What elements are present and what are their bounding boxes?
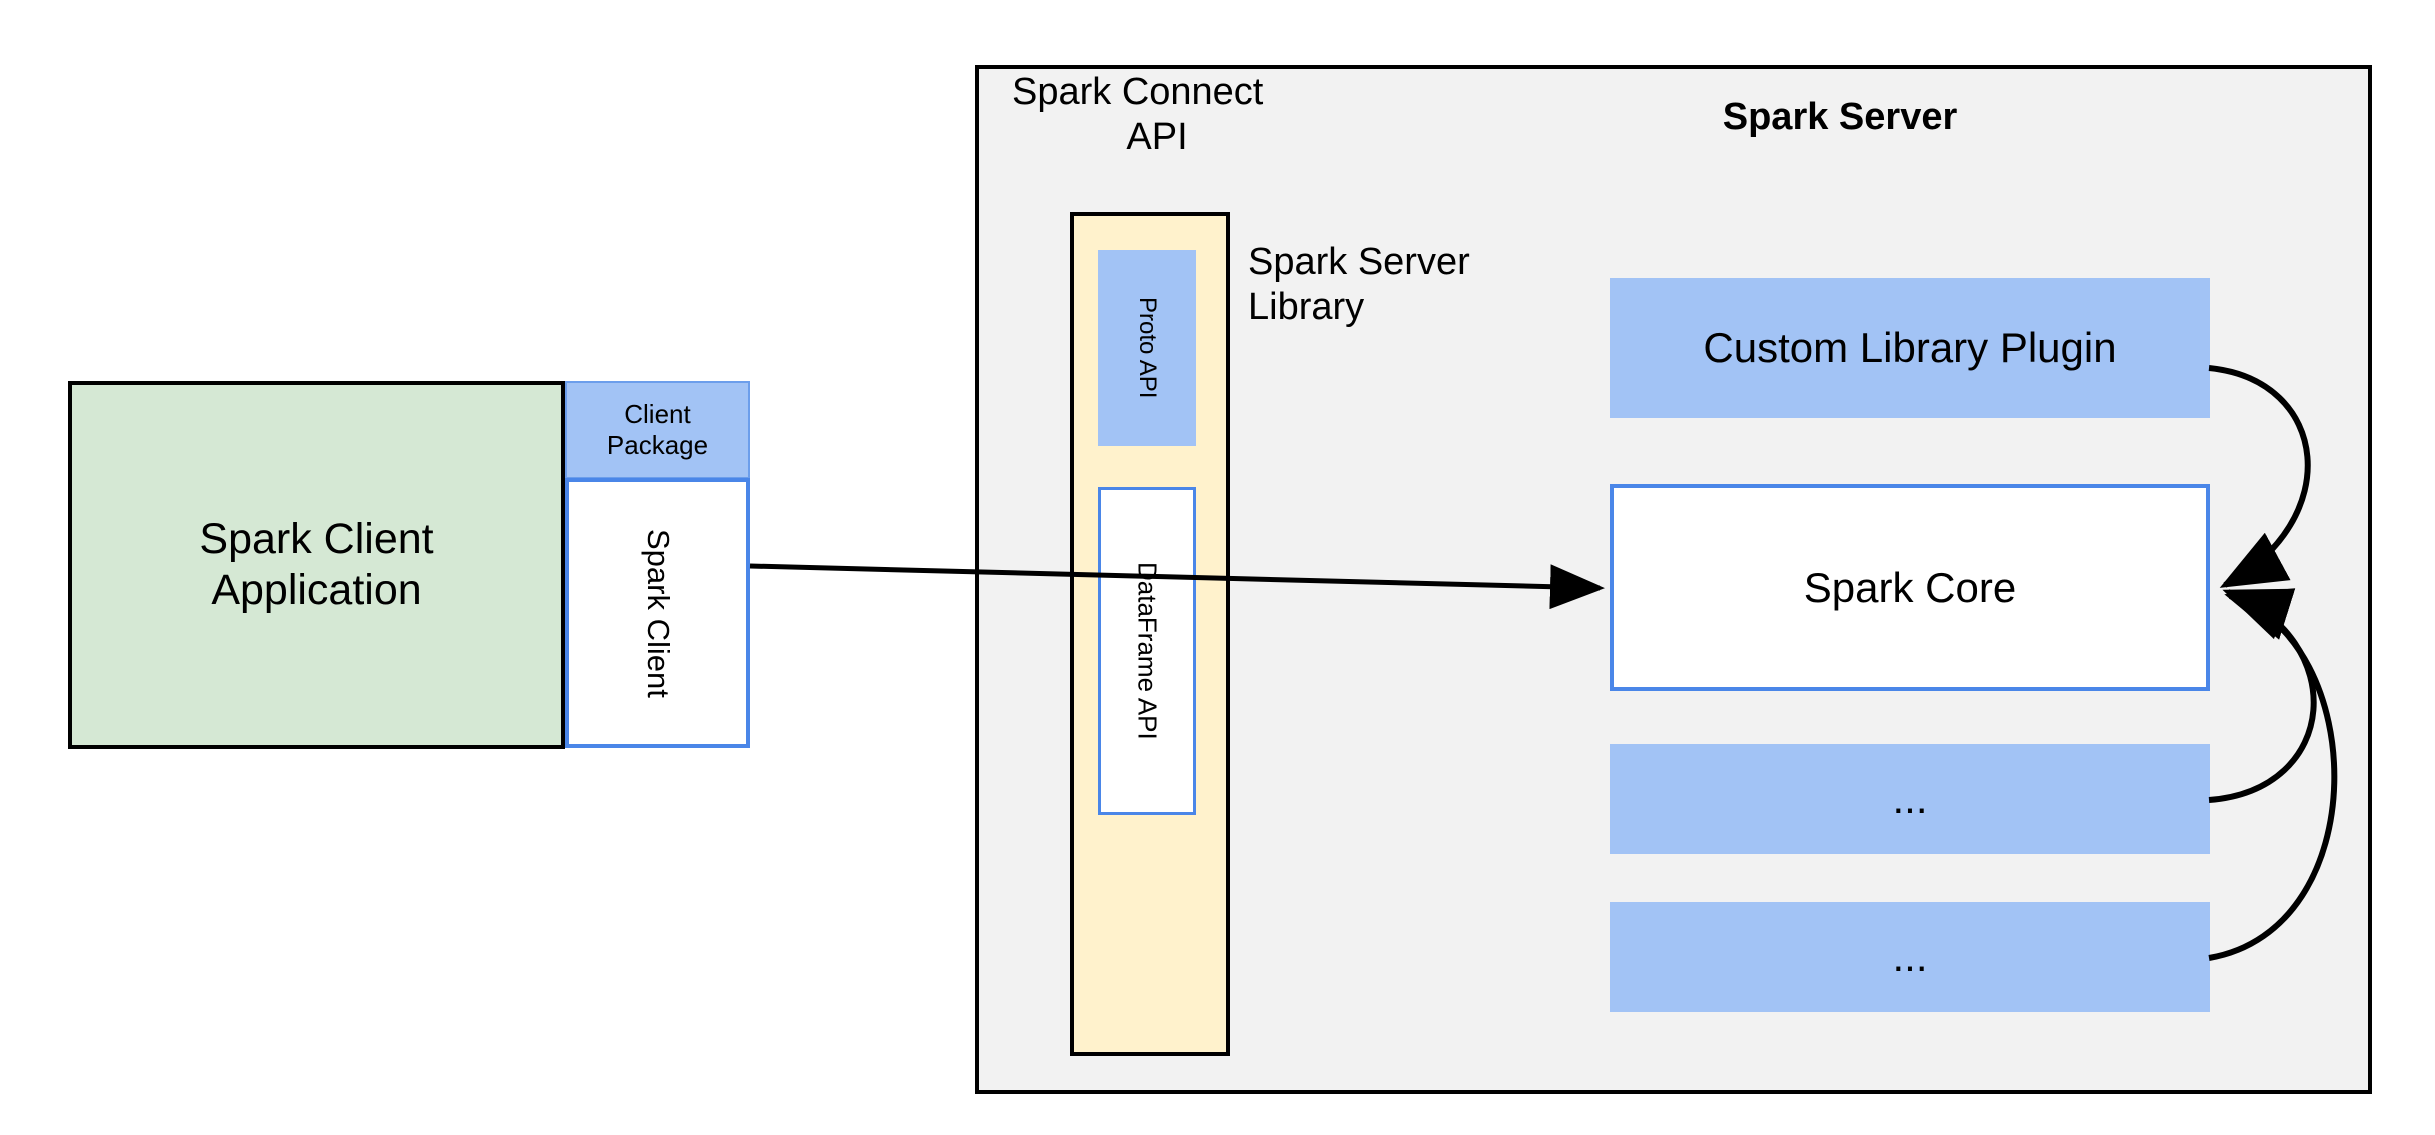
server-block-placeholder-2-label: ... [1892,933,1928,981]
dataframe-api-box[interactable]: DataFrame API [1098,487,1196,815]
server-library-label-line1: Spark Server [1248,241,1470,283]
connect-api-label-line1: Spark Connect [1012,71,1264,113]
spark-client-application-label: Spark Client Application [199,514,433,615]
app-label-line2: Application [211,566,422,614]
custom-library-plugin-label: Custom Library Plugin [1703,324,2117,372]
spark-connect-api-label: Spark Connect API [1012,70,1302,160]
proto-api-box[interactable]: Proto API [1098,250,1196,446]
proto-api-label: Proto API [1134,297,1162,399]
spark-server-title: Spark Server [1722,95,1958,138]
client-package-label-line2: Package [606,430,709,460]
server-block-placeholder-1[interactable]: ... [1610,744,2210,854]
spark-server-library-label: Spark Server Library [1248,240,1548,340]
server-block-placeholder-1-label: ... [1892,775,1928,823]
spark-client-label: Spark Client [640,528,676,698]
spark-core-box[interactable]: Spark Core [1610,484,2210,691]
server-library-label-line2: Library [1248,285,1365,328]
spark-client-box[interactable]: Spark Client [565,478,750,748]
spark-core-label: Spark Core [1803,563,2017,611]
dataframe-api-label: DataFrame API [1132,562,1163,740]
server-block-placeholder-2[interactable]: ... [1610,902,2210,1012]
connect-api-label-line2: API [1126,115,1188,158]
custom-library-plugin-box[interactable]: Custom Library Plugin [1610,278,2210,418]
spark-client-application-box[interactable]: Spark Client Application [68,381,565,749]
client-package-box[interactable]: Client Package [565,381,750,479]
app-label-line1: Spark Client [199,515,434,564]
client-package-label-line1: Client [624,399,691,430]
client-package-label: Client Package [607,399,708,460]
